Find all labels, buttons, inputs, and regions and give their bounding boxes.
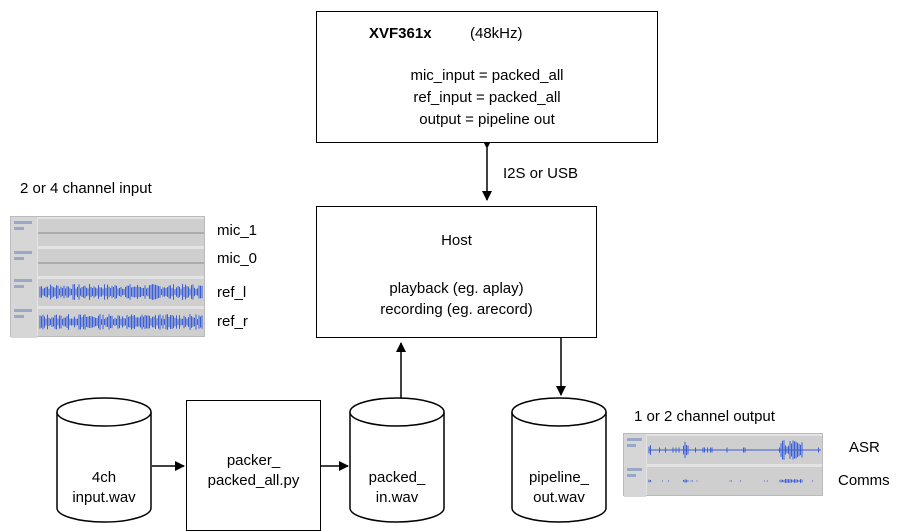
output-audio-panel	[623, 433, 823, 497]
comms-waveform	[648, 479, 813, 483]
host-playback-line: playback (eg. aplay)	[389, 280, 524, 297]
ref-l-waveform	[39, 284, 203, 300]
track-label-asr: ASR	[849, 439, 880, 456]
packed-in-cylinder	[349, 397, 445, 523]
track-label-ref-r: ref_r	[217, 313, 248, 330]
xvf-ref-input-line: ref_input = packed_all	[413, 89, 561, 106]
ref-r-waveform	[39, 314, 203, 330]
track-label-ref-l: ref_l	[217, 284, 247, 301]
track-label-comms: Comms	[838, 472, 890, 489]
input-wav-cylinder	[56, 397, 152, 523]
track-label-mic-0: mic_0	[217, 250, 258, 267]
xvf-mic-input-line: mic_input = packed_all	[410, 67, 564, 84]
asr-waveform	[648, 440, 821, 460]
input-panel-caption: 2 or 4 channel input	[20, 180, 152, 197]
i2s-usb-label: I2S or USB	[503, 165, 579, 182]
input-audio-panel	[10, 216, 205, 338]
pipeline-out-line-1: pipeline_	[528, 469, 590, 486]
xvf-rate: (48kHz)	[470, 25, 523, 42]
host-title: Host	[441, 232, 472, 249]
host-box: Host playback (eg. aplay) recording (eg.…	[316, 206, 597, 338]
xvf-title: XVF361x	[369, 25, 432, 42]
input-wav-line-2: input.wav	[72, 489, 136, 506]
packed-in-line-2: in.wav	[375, 489, 419, 506]
input-wav-line-1: 4ch	[91, 469, 117, 486]
track-label-mic-1: mic_1	[217, 222, 258, 239]
input-waveforms	[11, 217, 204, 338]
pipeline-out-cylinder	[511, 397, 607, 523]
packer-line-1: packer_	[226, 452, 281, 469]
xvf-output-line: output = pipeline out	[419, 111, 555, 128]
output-waveforms	[624, 434, 822, 497]
packer-box: packer_ packed_all.py	[186, 400, 321, 531]
host-recording-line: recording (eg. arecord)	[380, 301, 533, 318]
packer-line-2: packed_all.py	[207, 472, 300, 489]
packed-in-line-1: packed_	[368, 469, 426, 486]
xvf361x-box: XVF361x (48kHz) mic_input = packed_all r…	[316, 11, 658, 143]
output-panel-caption: 1 or 2 channel output	[634, 408, 775, 425]
pipeline-out-line-2: out.wav	[533, 489, 585, 506]
